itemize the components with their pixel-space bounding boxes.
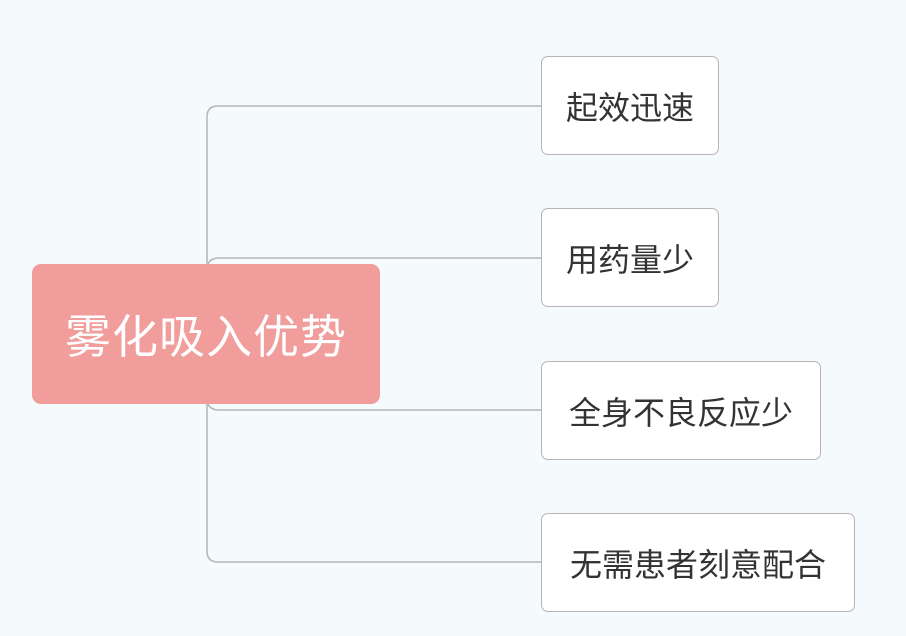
branch-label: 全身不良反应少 (568, 393, 793, 432)
central-topic-node[interactable]: 雾化吸入优势 (32, 264, 380, 404)
branch-node-few-side-effects[interactable]: 全身不良反应少 (541, 361, 821, 460)
branch-node-low-dosage[interactable]: 用药量少 (541, 208, 719, 307)
branch-label: 用药量少 (565, 240, 694, 279)
branch-node-fast-onset[interactable]: 起效迅速 (541, 56, 719, 155)
branch-node-no-cooperation-needed[interactable]: 无需患者刻意配合 (541, 513, 855, 612)
branch-label: 起效迅速 (565, 88, 694, 127)
central-topic-label: 雾化吸入优势 (65, 310, 347, 364)
branch-label: 无需患者刻意配合 (569, 545, 826, 584)
